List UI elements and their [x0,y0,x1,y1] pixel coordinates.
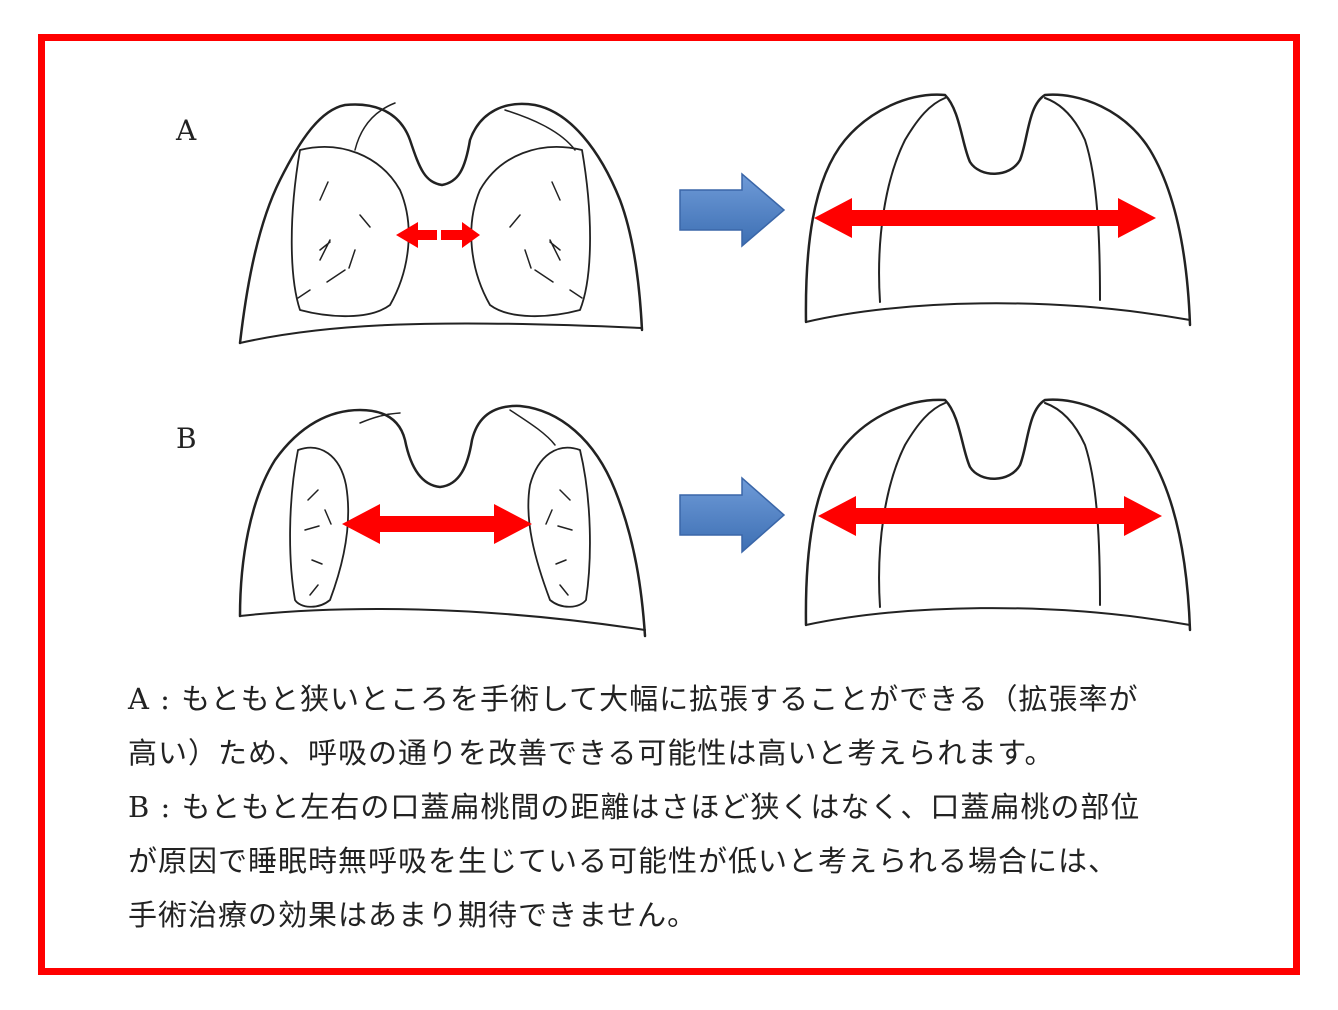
caption-line-4: が原因で睡眠時無呼吸を生じている可能性が低いと考えられる場合には、 [128,844,1119,878]
caption-line-5: 手術治療の効果はあまり期待できません。 [128,898,698,932]
blue-arrow-a [679,172,786,248]
throat-b-after [804,398,1192,632]
throat-diagram: A B [175,93,1192,638]
caption-line-1: A : もともと狭いところを手術して大幅に拡張することができる（拡張率が [128,682,1139,716]
throat-a-before [238,102,644,345]
distance-arrow-a-before [396,222,480,248]
row-label-a: A [175,114,197,147]
throat-b-before [238,404,647,638]
throat-a-after [804,93,1192,327]
distance-arrow-b-after [818,496,1162,536]
blue-arrow-b [679,476,786,554]
row-label-b: B [176,422,197,455]
caption-line-3: B : もともと左右の口蓋扁桃間の距離はさほど狭くはなく、口蓋扁桃の部位 [128,790,1141,824]
caption-text: A : もともと狭いところを手術して大幅に拡張することができる（拡張率が 高い）… [128,672,1268,942]
distance-arrow-a-after [814,198,1156,238]
caption-line-2: 高い）ため、呼吸の通りを改善できる可能性は高いと考えられます。 [128,736,1055,770]
outer-frame [38,34,1300,975]
distance-arrow-b-before [342,504,532,544]
